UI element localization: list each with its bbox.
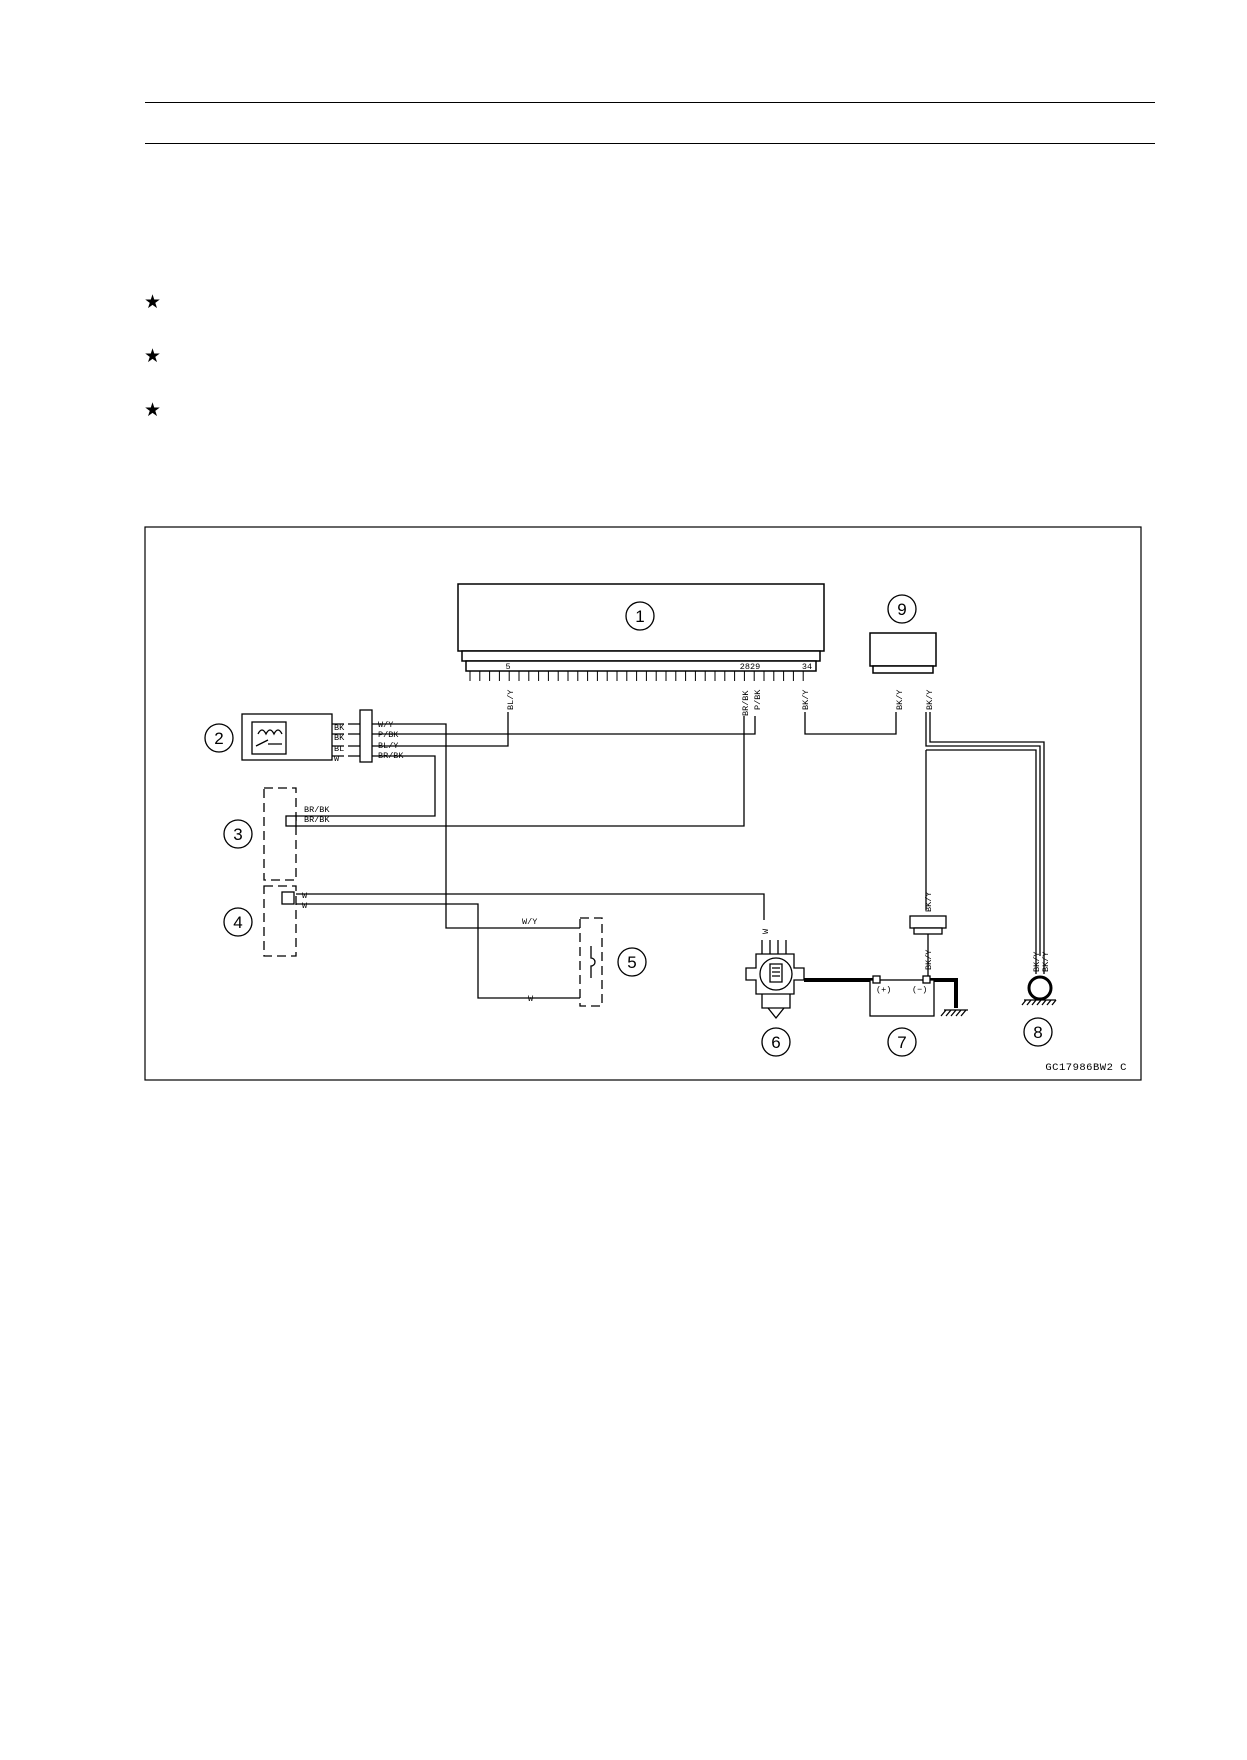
component-number-8-circle [1023, 1017, 1053, 1047]
battery-minus-label: (−) [912, 985, 927, 995]
wire-label-c9-bk-y-1: BK/Y [895, 690, 905, 710]
wire-label-c2-bk-1: BK [334, 723, 345, 733]
wire-label-c4-w-1: W [302, 891, 308, 901]
ecu-pin-5-label: 5 [505, 662, 510, 672]
wire-label-c9-bk-y-2: BK/Y [925, 690, 935, 710]
component-number-6-circle [761, 1027, 791, 1057]
wire-label-ecu-p-bk: P/BK [753, 689, 763, 710]
wire-label-c3-br-bk-2: BR/BK [304, 815, 330, 825]
diagram-frame [144, 526, 1142, 1081]
wire-label-fuse-bk-y-top: BK/Y [924, 892, 934, 912]
wire-label-ecu-bl-y: BL/Y [506, 690, 516, 710]
component-number-2: 2 [214, 729, 223, 748]
component-number-9-circle [887, 594, 917, 624]
wire-label-c2-bl: BL [334, 744, 344, 754]
component-number-7-circle [887, 1027, 917, 1057]
wire-label-c8-bk-y-2: BK/Y [1041, 952, 1051, 972]
wire-label-conn-w-y: W/Y [378, 720, 393, 730]
wiring [296, 712, 1045, 999]
wire-label-c3-br-bk-1: BR/BK [304, 805, 330, 815]
component-number-3: 3 [233, 825, 242, 844]
star-bullet-icon: ★ [144, 399, 162, 421]
component-number-9: 9 [897, 600, 906, 619]
wire-label-conn-p-bk: P/BK [378, 730, 399, 740]
wire-label-conn-br-bk: BR/BK [378, 751, 404, 761]
component-number-1-circle [625, 601, 655, 631]
battery-component-7 [869, 975, 935, 1017]
fuse-connector [909, 915, 947, 976]
ecu-pin-34-label: 34 [802, 662, 812, 672]
wire-label-ecu-br-bk: BR/BK [741, 690, 751, 716]
wire-label-conn-bl-y: BL/Y [378, 741, 398, 751]
component-5-dashed [579, 917, 603, 1007]
wire-label-fuse-bk-y-bottom: BK/Y [924, 950, 934, 970]
battery-plus-label: (+) [876, 985, 891, 995]
component-number-8: 8 [1033, 1023, 1042, 1042]
star-bullet-icon: ★ [144, 291, 162, 313]
battery-negative-cable [926, 978, 958, 1008]
wire-label-c2-w: W [334, 754, 340, 764]
header-rule-top [145, 102, 1155, 103]
component-number-6: 6 [771, 1033, 780, 1052]
ground-icon [940, 1009, 968, 1017]
wire-label-c2-bk-2: BK [334, 733, 345, 743]
component-number-4: 4 [233, 913, 242, 932]
component-3-dashed [263, 787, 297, 881]
wire-label-c4-w-2: W [302, 901, 308, 911]
wire-label-c5-w: W [528, 994, 534, 1004]
star-bullet-icon: ★ [144, 345, 162, 367]
relay-component-2 [241, 709, 418, 763]
wire-label-c5-w-y: W/Y [522, 917, 537, 927]
component-number-5: 5 [627, 953, 636, 972]
component-number-4-circle [223, 907, 253, 937]
component-number-3-circle [223, 819, 253, 849]
component-8-ground-terminal [1021, 956, 1057, 1006]
component-number-5-circle [617, 947, 647, 977]
component-6-switch: W [745, 928, 805, 1020]
component-4-dashed [263, 885, 297, 957]
wire-label-c8-bk-y-1: BK/Y [1032, 952, 1042, 972]
figure-code: GC17986BW2 C [1045, 1062, 1127, 1074]
ecu-unit [457, 583, 825, 681]
header-rule-bottom [145, 143, 1155, 144]
ecu-pin-28-29-label: 2829 [740, 662, 760, 672]
wire-label-ecu-bk-y: BK/Y [801, 690, 811, 710]
wire-label-c6-w: W [761, 928, 771, 934]
component-number-7: 7 [897, 1033, 906, 1052]
component-number-2-circle [204, 723, 234, 753]
component-9-box [869, 632, 937, 674]
component-number-1: 1 [635, 607, 644, 626]
